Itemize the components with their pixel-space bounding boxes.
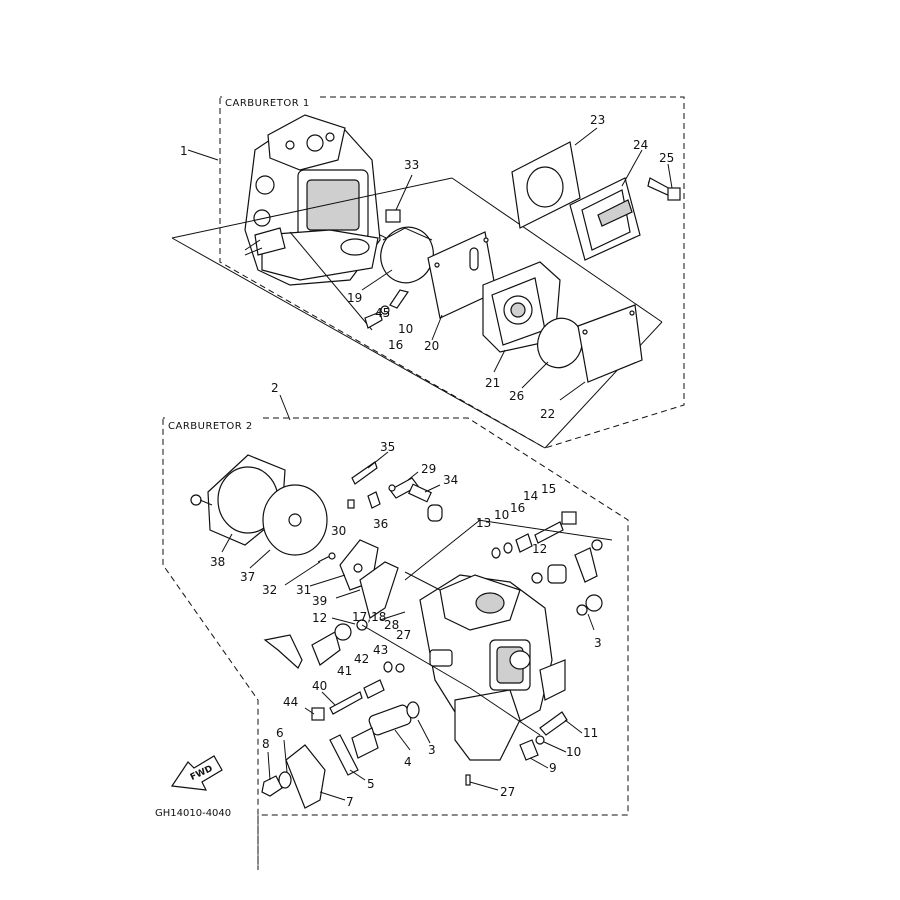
- callout-11: 11: [583, 726, 598, 740]
- carburetor-1-title: CARBURETOR 1: [225, 98, 310, 109]
- callout-33: 33: [404, 158, 419, 172]
- callout-22: 22: [540, 407, 555, 421]
- part-13-10-16-jets: [491, 511, 577, 559]
- callout-20: 20: [424, 339, 439, 353]
- callout-32: 32: [262, 583, 277, 597]
- part-42-43-41: [363, 661, 405, 699]
- callout-36: 36: [373, 517, 388, 531]
- part-37-diaphragm: [262, 484, 328, 556]
- callouts: 1 2 33 23 24 25 19 45 10 16 20 21 26 22 …: [180, 113, 674, 809]
- callout-24: 24: [633, 138, 648, 152]
- part-39-gasket: [359, 561, 399, 619]
- callout-40: 40: [312, 679, 327, 693]
- callout-14: 14: [523, 489, 538, 503]
- callout-1: 1: [180, 144, 188, 158]
- part-8-nut: [261, 775, 283, 797]
- callout-27-bottom: 27: [500, 785, 515, 799]
- callout-21: 21: [485, 376, 500, 390]
- callout-43: 43: [373, 643, 388, 657]
- callout-6: 6: [276, 726, 284, 740]
- callout-13: 13: [476, 516, 491, 530]
- callout-10-bottom: 10: [566, 745, 581, 759]
- callout-42: 42: [354, 652, 369, 666]
- callout-35: 35: [380, 440, 395, 454]
- callout-12-right: 12: [532, 542, 547, 556]
- part-26-diaphragm: [537, 317, 583, 369]
- part-45-10-16-screw-set: [364, 289, 409, 329]
- callout-19: 19: [347, 291, 362, 305]
- callout-39: 39: [312, 594, 327, 608]
- part-19-diaphragm: [380, 226, 434, 284]
- callout-7: 7: [346, 795, 354, 809]
- part-11-10-9: [519, 711, 568, 761]
- part-6-washer: [278, 771, 292, 789]
- callout-16-carb2: 16: [510, 501, 525, 515]
- callout-37: 37: [240, 570, 255, 584]
- callout-10-carb2: 10: [494, 508, 509, 522]
- carb-1-body: [244, 114, 381, 286]
- callout-8: 8: [262, 737, 270, 751]
- callout-31: 31: [296, 583, 311, 597]
- callout-41: 41: [337, 664, 352, 678]
- callout-2: 2: [271, 381, 279, 395]
- part-32-screw: [317, 552, 336, 563]
- callout-45: 45: [375, 306, 390, 320]
- part-34-valve: [408, 483, 443, 522]
- callout-44: 44: [283, 695, 298, 709]
- callout-27-top: 27: [396, 628, 411, 642]
- callout-10-carb1: 10: [398, 322, 413, 336]
- callout-12-left: 12: [312, 611, 327, 625]
- part-12-float-parts: [531, 539, 603, 584]
- callout-25: 25: [659, 151, 674, 165]
- part-24-cover: [569, 177, 641, 261]
- fwd-arrow-icon: FWD: [170, 755, 223, 791]
- carb-2-body: [419, 574, 566, 761]
- callout-3-right: 3: [594, 636, 602, 650]
- callout-15: 15: [541, 482, 556, 496]
- part-33-jet: [385, 209, 401, 223]
- part-44-nut: [311, 707, 325, 721]
- carb-2-leader-lines: [361, 519, 613, 736]
- part-25-bolt: [647, 177, 681, 201]
- part-23-gasket: [511, 141, 581, 229]
- callout-5: 5: [367, 777, 375, 791]
- carburetor-2-boundary: CARBURETOR 2: [162, 416, 629, 870]
- part-3-washer-right: [576, 594, 603, 616]
- callout-3-bottom: 3: [428, 743, 436, 757]
- callout-16-carb1: 16: [388, 338, 403, 352]
- callout-26: 26: [509, 389, 524, 403]
- part-7-lever: [285, 744, 326, 809]
- callout-17-18: 17,18: [352, 610, 386, 624]
- part-4-shaft: [368, 701, 420, 736]
- callout-23: 23: [590, 113, 605, 127]
- part-22-gasket: [577, 304, 643, 383]
- callout-30: 30: [331, 524, 346, 538]
- part-5-spring: [329, 727, 379, 776]
- part-30-36-screws: [347, 491, 381, 509]
- part-35-clip: [351, 461, 378, 485]
- part-40-screw: [329, 691, 363, 715]
- carburetor-1-boundary: CARBURETOR 1: [219, 95, 685, 449]
- part-code: GH14010-4040: [155, 808, 231, 819]
- part-21-pump-body: [482, 261, 561, 353]
- callout-9: 9: [549, 761, 557, 775]
- callout-4: 4: [404, 755, 412, 769]
- callout-28: 28: [384, 618, 399, 632]
- callout-38: 38: [210, 555, 225, 569]
- part-lever-top-left: [263, 634, 303, 669]
- carburetor-2-title: CARBURETOR 2: [168, 421, 253, 432]
- part-27-pin: [465, 774, 471, 786]
- callout-29: 29: [421, 462, 436, 476]
- callout-34: 34: [443, 473, 458, 487]
